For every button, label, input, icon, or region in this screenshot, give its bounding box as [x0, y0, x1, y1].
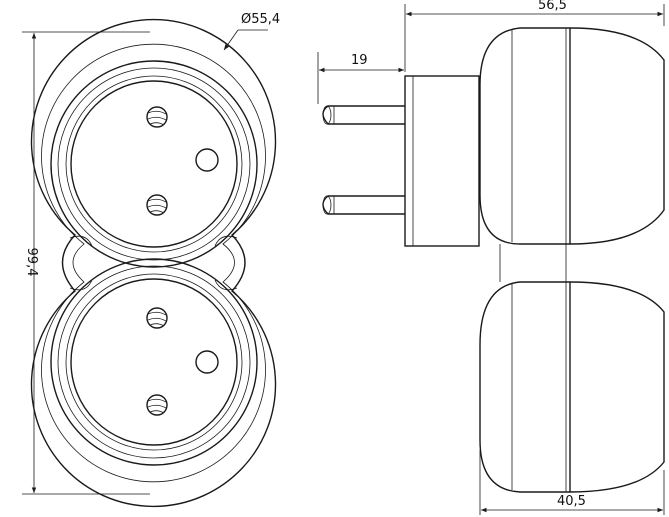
side-view: 56,5 19 40,5 — [317, 0, 665, 515]
dim-height-label: 99,4 — [24, 248, 39, 277]
front-inner-outline — [41, 43, 266, 483]
front-outer-outline — [30, 18, 277, 508]
dim-plug-length-label: 19 — [351, 53, 368, 68]
upper-socket-earth-pin — [195, 148, 219, 172]
dim-total-depth-label: 56,5 — [538, 0, 567, 13]
upper-socket-hole-bottom — [146, 194, 168, 216]
lower-socket — [50, 258, 258, 466]
dim-diameter-label: Ø55,4 — [241, 12, 280, 27]
front-view: Ø55,4 99,4 — [22, 12, 280, 508]
upper-socket — [50, 60, 258, 268]
lower-socket-hole-top — [146, 307, 168, 329]
dim-body-depth-label: 40,5 — [557, 494, 586, 509]
upper-socket-hole-top — [146, 106, 168, 128]
side-upper-body — [479, 27, 570, 245]
side-lower-body — [479, 281, 570, 493]
plug-pin-bottom — [322, 195, 405, 215]
lower-socket-hole-bottom — [146, 394, 168, 416]
plug-base — [404, 75, 480, 247]
plug-pin-top — [322, 105, 405, 125]
lower-socket-earth-pin — [195, 350, 219, 374]
